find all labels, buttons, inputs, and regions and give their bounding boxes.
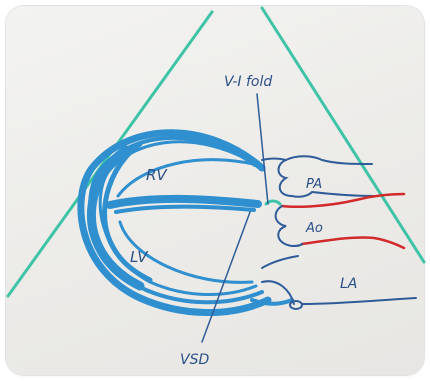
lv-lower-extension bbox=[250, 298, 294, 306]
left-atrium bbox=[261, 255, 417, 310]
aorta-upper-wall bbox=[280, 192, 406, 208]
label-pa: PA bbox=[306, 177, 322, 192]
label-la: LA bbox=[340, 276, 357, 292]
vsd-pointer bbox=[201, 211, 251, 343]
aorta-lower-wall bbox=[300, 236, 406, 250]
mitral-annulus-knot bbox=[289, 300, 303, 310]
rv-inner-wall bbox=[116, 158, 264, 198]
pa-upper-wall bbox=[285, 155, 373, 165]
interventricular-septum bbox=[106, 194, 262, 209]
aortic-root-cusps bbox=[274, 205, 303, 248]
ventricle-outer-wall bbox=[77, 129, 272, 316]
septum-stroke-2 bbox=[114, 204, 256, 214]
vi-fold-pointer bbox=[256, 93, 269, 205]
pa-base-line bbox=[261, 157, 287, 161]
ventricle-apex-thick bbox=[86, 145, 145, 291]
la-lower-wall bbox=[301, 297, 417, 305]
pointer-lines bbox=[201, 93, 269, 343]
ventricular-myocardium bbox=[77, 129, 294, 316]
label-vi-fold: V-I fold bbox=[224, 74, 272, 90]
la-upper-wall bbox=[261, 255, 299, 269]
ultrasound-sector bbox=[6, 6, 426, 298]
ventricle-wall-stroke-3 bbox=[98, 140, 258, 297]
label-ao: Ao bbox=[305, 221, 323, 236]
pa-left-contour bbox=[277, 159, 313, 198]
aorta bbox=[280, 192, 406, 250]
septal-green-mark bbox=[264, 199, 282, 206]
sector-right-line bbox=[260, 6, 426, 264]
lv-inner-wall bbox=[118, 220, 254, 284]
pa-lower-wall bbox=[311, 191, 375, 197]
ventricle-apex-stroke bbox=[102, 141, 153, 283]
label-lv: LV bbox=[130, 248, 149, 266]
label-rv: RV bbox=[146, 166, 168, 184]
label-vsd: VSD bbox=[180, 352, 209, 368]
